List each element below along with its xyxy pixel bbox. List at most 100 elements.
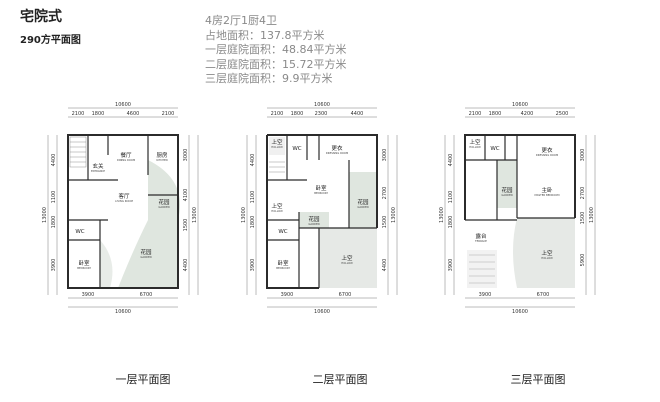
dim-right-3: 1500	[183, 219, 189, 232]
floor-plan-1f-drawing: 10600 2100 1800 4600 2100 3900 6700 1060…	[42, 102, 199, 315]
room-sub-dining: DINING ROOM	[117, 158, 135, 162]
outer-wall	[464, 134, 576, 220]
dim-top-4: 4400	[351, 111, 364, 117]
room-label-wc: WC	[490, 146, 499, 152]
dim-top-3: 4600	[127, 111, 140, 117]
caption-3f: 三层平面图	[510, 373, 566, 386]
dim-left-3: 1800	[448, 216, 454, 229]
hollow-area-large	[513, 218, 575, 288]
room-label-garden-a: 花园	[158, 198, 170, 206]
dim-bottom-total: 10600	[512, 309, 528, 315]
spec-rooms: 4房2厅1厨4卫	[205, 14, 277, 27]
floor-plan-3f-drawing: 10600 2100 1800 4200 2500 3900 6700 1060…	[439, 102, 596, 315]
dim-bottom-2: 6700	[339, 292, 352, 298]
spec-garden-2f: 二层庭院面积：15.72平方米	[205, 57, 347, 71]
room-label-wc-b: WC	[278, 229, 287, 235]
room-sub-hollow-b: HOLLOW	[541, 256, 553, 260]
room-label-bedroom-b: 卧室	[277, 259, 289, 267]
dim-bottom-total: 10600	[314, 309, 330, 315]
room-sub-garden: GARDEN	[501, 193, 512, 197]
dim-right-2: 2700	[580, 187, 586, 200]
room-sub-living: LIVING ROOM	[115, 199, 133, 203]
outer-wall	[67, 134, 179, 289]
room-label-kitchen: 厨房	[156, 151, 168, 159]
room-sub-dressing: DRESSING ROOM	[536, 153, 558, 157]
dim-top-total: 10600	[314, 102, 330, 108]
dim-right-3: 1500	[382, 216, 388, 229]
dim-right-4: 4400	[382, 259, 388, 272]
room-sub-bedroom: BEDROOM	[77, 266, 91, 270]
garden-area-mid	[299, 212, 329, 228]
caption-1f: 一层平面图	[115, 373, 171, 386]
dim-top-2: 1800	[92, 111, 105, 117]
room-label-terrace: 露台	[475, 232, 487, 240]
room-sub-kitchen: KITCHEN	[156, 158, 167, 162]
dim-top-3: 4200	[521, 111, 534, 117]
room-label-hollow-a: 上空	[469, 138, 481, 146]
dim-left-1: 4400	[250, 154, 256, 167]
dim-right-4: 4400	[183, 259, 189, 272]
room-label-hollow-b: 上空	[541, 249, 553, 257]
room-label-hollow-b: 上空	[271, 202, 283, 210]
room-label-wc-a: WC	[292, 146, 301, 152]
dim-right-4: 5900	[580, 254, 586, 267]
room-sub-terrace: TERRACE	[475, 239, 487, 243]
dim-left-3: 1800	[250, 216, 256, 229]
dim-bottom-1: 3900	[82, 292, 95, 298]
room-label-garden-b: 花园	[308, 215, 320, 223]
dim-bottom-2: 6700	[140, 292, 153, 298]
dim-right-total: 13000	[391, 207, 397, 223]
floor-plan-2f: 10600 2100 1800 2300 4400 3900 6700 1060…	[237, 100, 407, 315]
dim-top-1: 2100	[271, 111, 284, 117]
garden-area-right	[118, 160, 180, 288]
dim-left-3: 1800	[51, 216, 57, 229]
room-sub-bedroom-b: BEDROOM	[276, 266, 290, 270]
dim-top-1: 2100	[469, 111, 482, 117]
dim-left-1: 4400	[448, 154, 454, 167]
dim-left-1: 4400	[51, 154, 57, 167]
caption-2f: 二层平面图	[312, 373, 368, 386]
page-title: 宅院式	[20, 9, 62, 25]
hollow-area-large	[319, 228, 377, 288]
room-label-garden: 花园	[501, 186, 513, 194]
dim-left-total: 13000	[241, 207, 247, 223]
garden-curve-left	[100, 240, 113, 288]
room-label-dining: 餐厅	[120, 151, 132, 159]
room-sub-garden-b: GARDEN	[140, 255, 151, 259]
room-label-hollow-c: 上空	[341, 254, 353, 262]
page-subtitle: 290方平面图	[20, 35, 81, 46]
room-sub-garden-a: GARDEN	[158, 205, 169, 209]
room-sub-hollow-a: HOLLOW	[271, 145, 283, 149]
room-label-master: 主卧	[541, 186, 553, 194]
dim-top-1: 2100	[72, 111, 85, 117]
hollow-area-top	[269, 137, 285, 155]
dim-right-1: 3000	[580, 149, 586, 162]
room-label-dressing: 更衣	[331, 144, 343, 152]
dim-top-4: 2100	[162, 111, 175, 117]
dim-right-2: 2700	[382, 187, 388, 200]
room-sub-dressing: DRESSING ROOM	[326, 151, 348, 155]
dim-right-total: 13000	[192, 207, 198, 223]
room-label-garden-a: 花园	[357, 198, 369, 206]
room-sub-garden-b: GARDEN	[308, 222, 319, 226]
dim-bottom-1: 3900	[281, 292, 294, 298]
room-label-bedroom: 卧室	[78, 259, 90, 267]
floor-plan-1f: 10600 2100 1800 4600 2100 3900 6700 1060…	[38, 100, 208, 315]
floor-plan-3f: 10600 2100 1800 4200 2500 3900 6700 1060…	[435, 100, 605, 315]
spec-list: 4房2厅1厨4卫 占地面积：137.8平方米 一层庭院面积：48.84平方米 二…	[205, 14, 347, 87]
room-label-garden-b: 花园	[140, 248, 152, 256]
dim-top-total: 10600	[115, 102, 131, 108]
garden-area-right	[349, 172, 377, 228]
dim-left-4: 3900	[448, 259, 454, 272]
dim-left-2: 1100	[250, 191, 256, 204]
dim-bottom-2: 6700	[537, 292, 550, 298]
room-sub-hollow-c: HOLLOW	[341, 261, 353, 265]
dim-bottom-total: 10600	[115, 309, 131, 315]
dim-right-1: 3000	[382, 149, 388, 162]
dim-left-total: 13000	[439, 207, 445, 223]
dim-bottom-1: 3900	[479, 292, 492, 298]
dim-left-total: 13000	[42, 207, 48, 223]
room-sub-hollow-a: HOLLOW	[469, 145, 481, 149]
room-sub-garden-a: GARDEN	[357, 205, 368, 209]
room-sub-hollow-b: HOLLOW	[271, 209, 283, 213]
